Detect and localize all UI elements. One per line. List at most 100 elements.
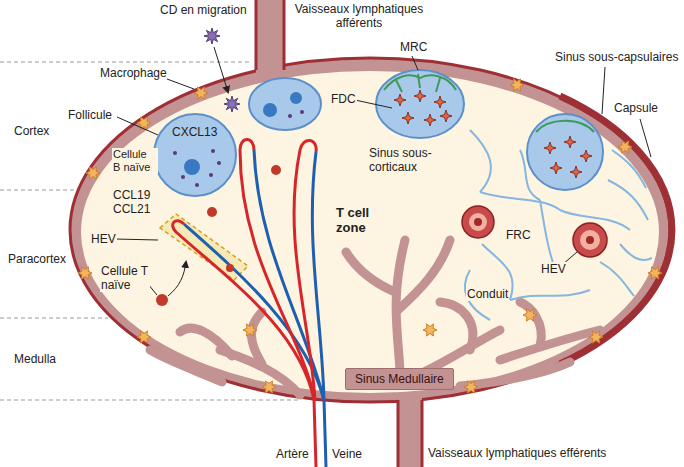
- follicle-mrc-part: [434, 96, 446, 108]
- afferent-vessel: [256, 0, 284, 76]
- cell-label: FDC: [330, 92, 357, 106]
- leader-lines-part: [412, 56, 418, 70]
- medullary-cords-part: [251, 312, 262, 364]
- macrophages-part: [589, 331, 603, 343]
- cell-label: Macrophage: [100, 66, 167, 80]
- zone-label: Medulla: [14, 352, 56, 366]
- follicle-mrc-part: [424, 114, 436, 126]
- follicle-right-part: [580, 150, 592, 162]
- chemokine-dot: [195, 183, 199, 187]
- efferent-vessel-part: [421, 400, 424, 467]
- follicle-mrc-part: [376, 70, 464, 138]
- frc-network-part: [470, 130, 491, 192]
- zone-label: Paracortex: [8, 252, 66, 266]
- blood-vessels-part: [312, 152, 324, 400]
- follicle-mrc-part: [440, 110, 452, 122]
- follicle-mrc-part: [396, 74, 440, 92]
- frc-network-part: [480, 192, 560, 210]
- follicle-middle-part: [288, 114, 292, 118]
- chemokine-dot: [217, 161, 221, 165]
- region-label: Sinus sous-corticaux: [368, 146, 444, 174]
- hev-right-part: [580, 230, 600, 250]
- follicle-circle: CXCL13: [153, 113, 237, 197]
- macrophages-part: [86, 167, 100, 179]
- zone-dividers-part: [0, 62, 250, 63]
- region-label: Sinus sous-capsulaires: [555, 50, 678, 64]
- follicle-mrc: [376, 70, 464, 138]
- macrophages-part: [194, 87, 208, 99]
- macrophages-part: [510, 79, 524, 91]
- macrophages-part: [618, 141, 632, 153]
- efferent-vessel: [398, 392, 422, 467]
- dendritic-cells-part: [204, 28, 220, 44]
- leader-lines-part: [167, 79, 194, 89]
- follicle-middle-part: [300, 110, 304, 114]
- structure-label: Conduit: [466, 287, 509, 301]
- follicle-right-part: [527, 114, 603, 190]
- vessel-label: Artère: [276, 447, 309, 461]
- zone-dividers-part: [0, 190, 76, 191]
- chemokine-dot: [211, 149, 215, 153]
- leader-lines-part: [640, 119, 651, 157]
- macrophages-part: [423, 324, 437, 336]
- follicle-mrc-part: [402, 112, 414, 124]
- chemokine-dot: [181, 175, 185, 179]
- cell-label: FRC: [505, 228, 532, 242]
- macrophages-part: [648, 267, 662, 279]
- follicle-middle-part: [249, 78, 321, 130]
- hev-right-part: [573, 223, 607, 257]
- follicle-mrc-part: [414, 90, 426, 102]
- follicle-circle-part: CXCL13: [172, 125, 217, 139]
- frc-network-part: [620, 244, 652, 260]
- medullary-cords-part: [150, 350, 222, 382]
- vessel-label: HEV: [90, 232, 117, 246]
- zone-label: Cortex: [14, 124, 49, 138]
- node-interior: [81, 71, 659, 393]
- hev-right-part: [586, 236, 594, 244]
- region-label: Capsule: [614, 101, 658, 115]
- b-cell: [184, 159, 200, 175]
- macrophages: [78, 79, 662, 393]
- t-cells-part: [271, 165, 281, 175]
- cell-label: Cellule T naïve: [100, 264, 150, 292]
- leader-lines-part: [214, 47, 228, 92]
- afferent-vessel-part: [255, 0, 258, 70]
- efferent-vessel-part: [398, 392, 422, 467]
- frc-network-part: [612, 150, 646, 188]
- macrophages-part: [464, 381, 478, 393]
- frc-network-part: [510, 290, 590, 300]
- vessel-label: Vaisseaux lymphatiques afférents: [288, 2, 430, 30]
- hev-right: [462, 206, 607, 257]
- t-cells-part: [226, 264, 234, 272]
- hev-right-part: [469, 213, 487, 231]
- macrophages-part: [523, 309, 537, 321]
- follicle-middle: [249, 78, 321, 130]
- chemokine-label: CCL19 CCL21: [112, 188, 160, 216]
- macrophages-part: [262, 381, 276, 393]
- follicle-right-part: [564, 136, 576, 148]
- zone-label: T cell zone: [335, 205, 391, 235]
- follicle-right-part: [544, 142, 556, 154]
- medullary-cords-part: [460, 362, 570, 386]
- chemokine-dot: [209, 173, 213, 177]
- frc-network-part: [600, 262, 634, 296]
- dendritic-cells: [204, 28, 240, 112]
- follicle-fill: [154, 114, 236, 196]
- zone-dividers-part: [0, 400, 300, 401]
- cell-label: CD en migration: [160, 3, 247, 17]
- afferent-vessel-part: [283, 0, 286, 70]
- dendritic-cells-part: [224, 96, 240, 112]
- hev-right-part: [462, 206, 494, 238]
- medullary-cords-part: [346, 252, 395, 292]
- cell-label: MRC: [400, 40, 427, 54]
- leader-lines-part: [115, 239, 158, 240]
- zone-dividers-part: [0, 318, 108, 319]
- macrophages-part: [78, 267, 92, 279]
- sinus-band: Sinus Medullaire: [345, 368, 454, 390]
- region-label: Follicule: [68, 108, 112, 122]
- macrophages-part: [137, 331, 151, 343]
- efferent-vessel-part: [397, 400, 400, 467]
- follicle-middle-part: [263, 103, 277, 117]
- follicle-right: [527, 114, 603, 190]
